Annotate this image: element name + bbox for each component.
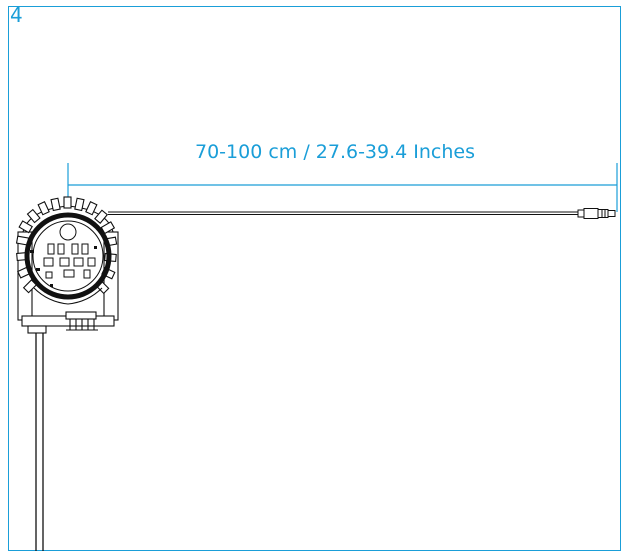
step-number: 4 (10, 3, 23, 27)
dimension-label: 70-100 cm / 27.6-39.4 Inches (195, 141, 475, 163)
splice-tray-illustration (15, 196, 119, 334)
step-frame (8, 6, 621, 551)
fiber-cable (108, 211, 578, 215)
fiber-connector-icon (577, 208, 616, 219)
mounting-pole (35, 323, 44, 551)
dimension-line (67, 163, 618, 212)
